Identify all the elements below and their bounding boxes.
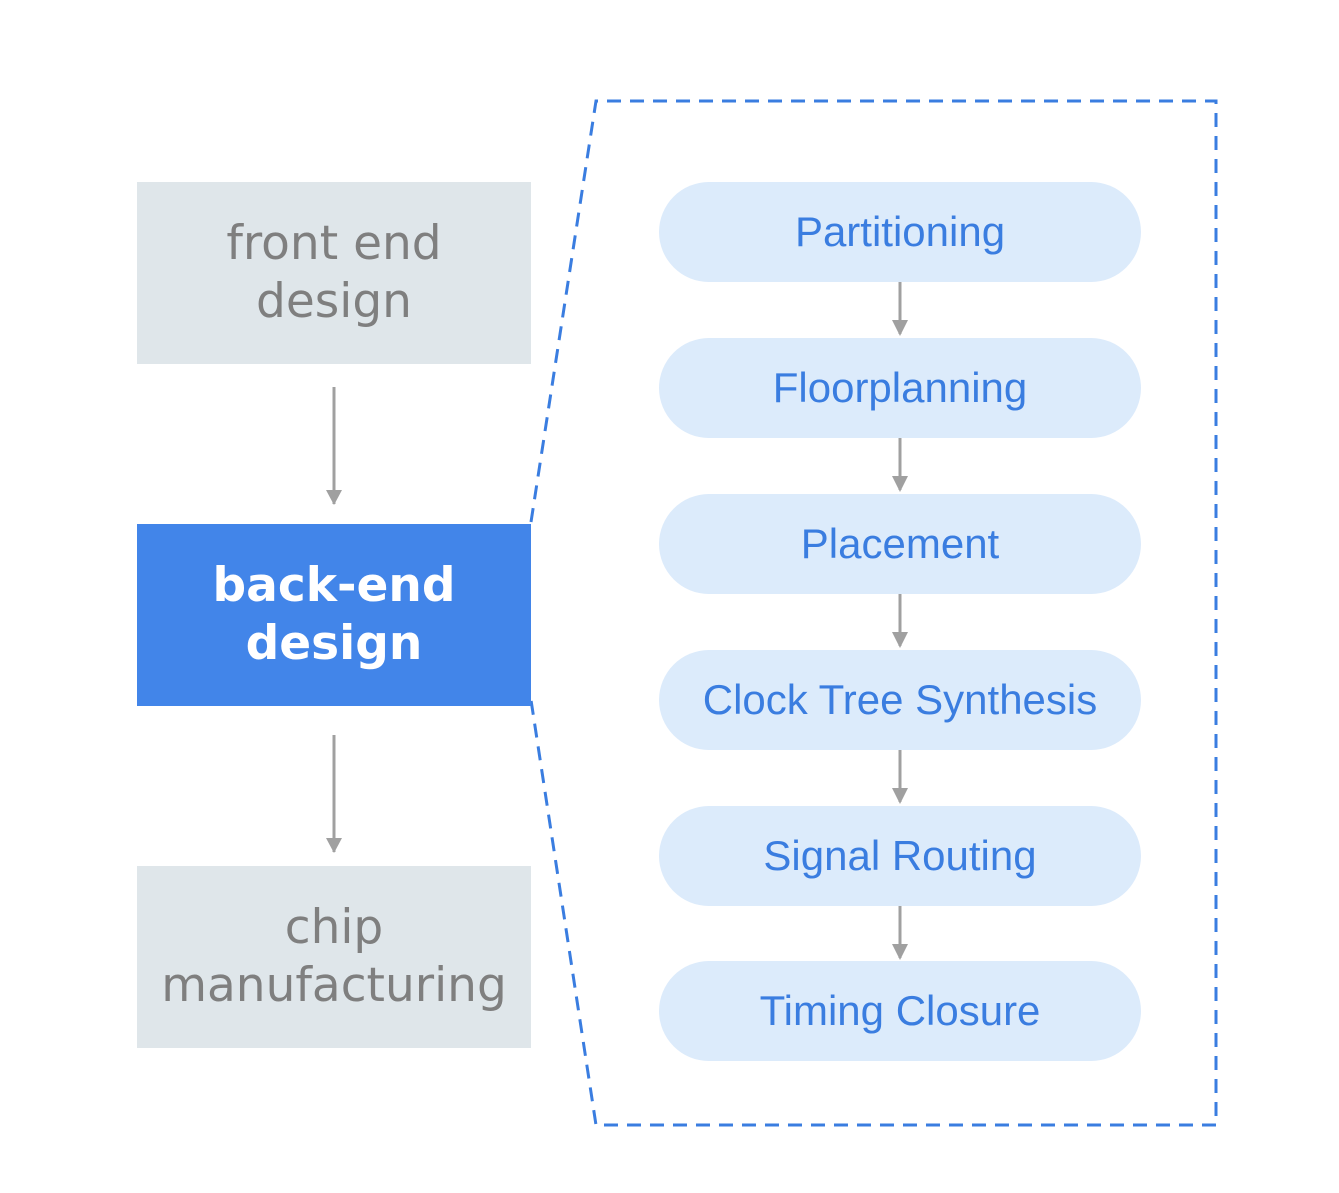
stage-front-end-design: front end design (137, 182, 531, 364)
stage-label-line: back-end (212, 558, 456, 613)
step-clock-tree-synthesis: Clock Tree Synthesis (659, 650, 1141, 750)
step-placement: Placement (659, 494, 1141, 594)
step-arrows (892, 282, 908, 960)
stage-label-line: design (256, 274, 412, 329)
stage-label-line: design (245, 616, 423, 671)
step-arrow-4-head (892, 788, 908, 804)
stage-label-line: chip (284, 900, 384, 955)
stage-chip-manufacturing: chip manufacturing (137, 866, 531, 1048)
stage-label-line: front end (226, 216, 442, 271)
step-signal-routing: Signal Routing (659, 806, 1141, 906)
step-arrow-1-head (892, 320, 908, 336)
step-arrow-2-head (892, 476, 908, 492)
stage-label-line: manufacturing (161, 958, 507, 1013)
step-floorplanning: Floorplanning (659, 338, 1141, 438)
step-timing-closure: Timing Closure (659, 961, 1141, 1061)
arrow-back-to-chip-head (326, 838, 342, 853)
step-arrow-3-head (892, 632, 908, 648)
step-arrow-5-head (892, 944, 908, 960)
arrow-front-to-back-head (326, 490, 342, 505)
expansion-outline (529, 99, 1218, 1127)
stage-back-end-design: back-end design (137, 524, 531, 706)
step-partitioning: Partitioning (659, 182, 1141, 282)
